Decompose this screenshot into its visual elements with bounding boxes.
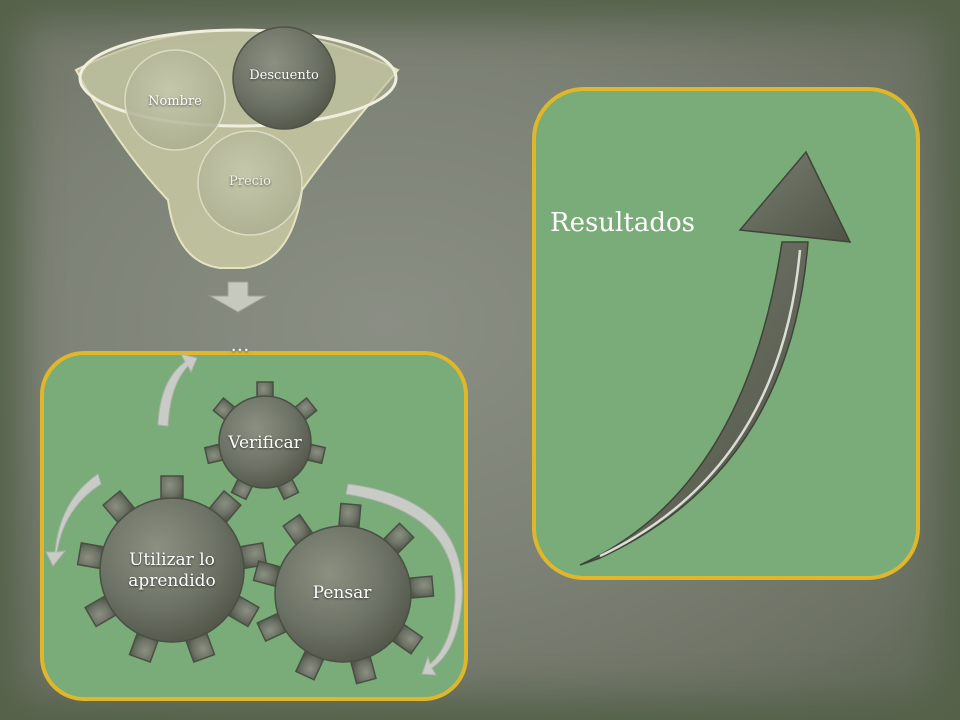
ball-nombre <box>124 49 226 151</box>
gear-utilizar <box>76 475 268 664</box>
ball-precio <box>197 130 303 236</box>
ellipsis-text: ... <box>230 332 250 356</box>
cycle-arrow-top <box>157 353 198 427</box>
cycle-arrows <box>45 353 463 676</box>
down-arrow-icon <box>208 281 268 313</box>
ball-descuento <box>232 26 336 130</box>
gear-pensar <box>252 502 435 685</box>
gear-verificar <box>203 381 327 501</box>
gear-label-utilizar: Utilizar lo aprendido <box>128 550 216 592</box>
funnel-label-descuento: Descuento <box>249 68 319 83</box>
growth-arrow-icon <box>579 150 852 566</box>
gear-label-pensar: Pensar <box>312 583 372 603</box>
results-title: Resultados <box>550 208 695 238</box>
cycle-arrow-right <box>345 483 463 676</box>
funnel-label-precio: Precio <box>229 174 271 189</box>
results-panel <box>532 87 920 580</box>
cycle-arrow-left <box>45 473 102 567</box>
funnel-label-nombre: Nombre <box>148 94 202 109</box>
funnel <box>74 26 400 269</box>
gear-label-verificar: Verificar <box>228 433 302 453</box>
